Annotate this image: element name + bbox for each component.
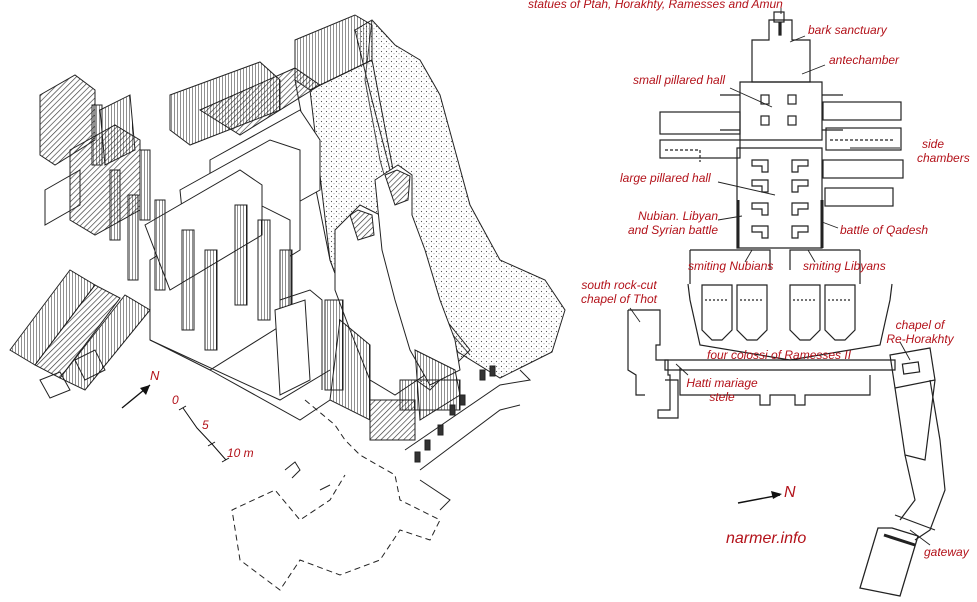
- label-gateway: gateway: [924, 545, 969, 559]
- label-antechamber: antechamber: [829, 53, 900, 67]
- iso-north-label: N: [150, 368, 160, 383]
- label-chapel-thot: south rock-cut chapel of Thot: [570, 278, 668, 306]
- plan-north-label: N: [784, 484, 796, 501]
- plan-gateway: [859, 527, 919, 597]
- plan-large-hall: [736, 147, 823, 249]
- label-bark-sanctuary: bark sanctuary: [808, 23, 887, 37]
- label-re-line2: Re-Horakhty: [886, 332, 954, 346]
- label-chapel-re-horakhty: chapel of Re-Horakhty: [880, 318, 960, 346]
- label-nubian-line1: Nubian. Libyan: [637, 209, 718, 223]
- plan-small-hall: [739, 81, 823, 141]
- label-statues: statues of Ptah, Horakhty, Ramesses and …: [528, 0, 783, 11]
- label-nubian-libyan-syrian: Nubian. Libyan and Syrian battle: [618, 209, 718, 237]
- colossi: [324, 164, 461, 441]
- label-small-pillared-hall: small pillared hall: [633, 73, 726, 87]
- temple-plan: [627, 8, 946, 597]
- label-large-pillared-hall: large pillared hall: [620, 171, 711, 185]
- label-hatti-line2: stele: [709, 390, 735, 404]
- label-four-colossi: four colossi of Ramesses II: [707, 348, 852, 362]
- label-thot-line1: south rock-cut: [581, 278, 657, 292]
- iso-scale-bar: [178, 405, 230, 463]
- label-re-line1: chapel of: [895, 318, 945, 332]
- label-nubian-line2: and Syrian battle: [627, 223, 718, 237]
- label-side-chambers-line2: chambers: [917, 151, 970, 165]
- plan-north-arrow: [737, 491, 782, 504]
- site-credit: narmer.info: [726, 530, 807, 547]
- plan-colossi: [701, 284, 856, 341]
- iso-scale-0: 0: [172, 393, 179, 407]
- plan-side-chambers: [659, 101, 904, 207]
- label-smiting-libyans: smiting Libyans: [803, 259, 886, 273]
- label-side-chambers: side chambers: [903, 137, 970, 165]
- terrace-statues: [414, 365, 496, 463]
- rear-chambers: [39, 61, 321, 236]
- side-chambers-left: [9, 269, 151, 399]
- label-hatti-line1: Hatti mariage: [686, 376, 758, 390]
- isometric-temple: [9, 14, 566, 591]
- label-smiting-nubians: smiting Nubians: [688, 259, 774, 273]
- iso-scale-5: 5: [202, 418, 209, 432]
- label-side-chambers-line1: side: [921, 137, 944, 151]
- iso-north-arrow: [121, 384, 151, 409]
- plan-chapel-thot: [628, 309, 679, 419]
- label-battle-qadesh: battle of Qadesh: [840, 223, 929, 237]
- leader-lines: [629, 8, 931, 546]
- iso-scale-10: 10 m: [227, 446, 254, 460]
- label-hatti-stele: Hatti mariage stele: [680, 376, 764, 404]
- label-thot-line2: chapel of Thot: [580, 292, 658, 306]
- plan-chapel-re: [889, 347, 936, 389]
